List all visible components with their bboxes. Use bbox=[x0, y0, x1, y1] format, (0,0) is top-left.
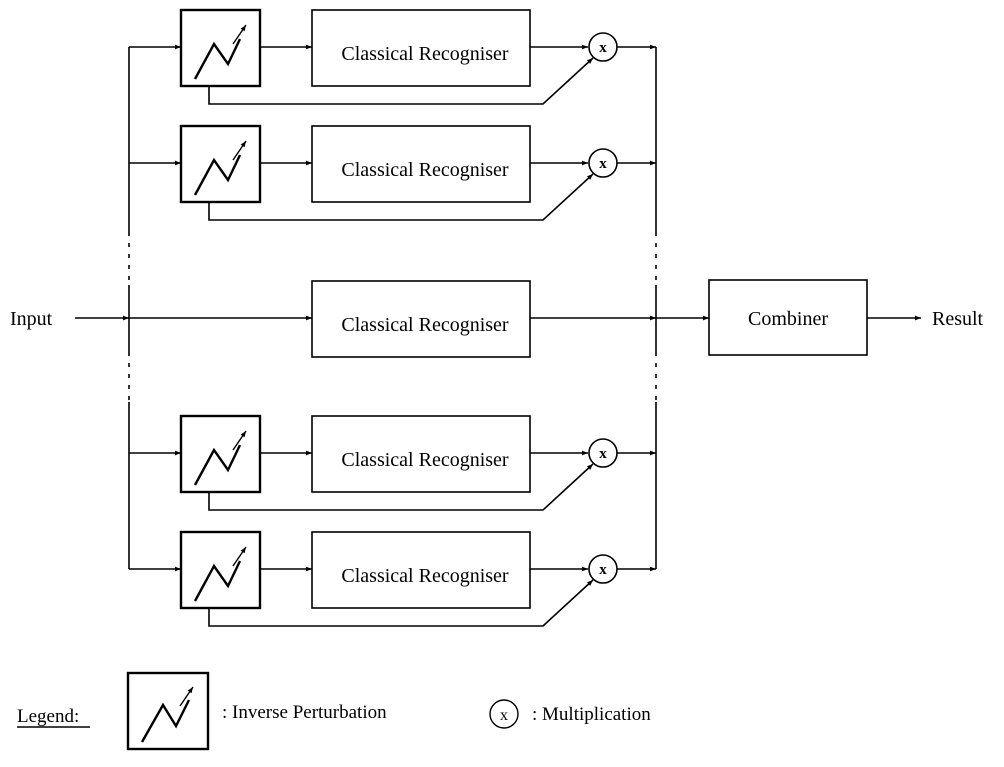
branch-4-multiply-symbol: x bbox=[599, 446, 607, 462]
legend-zigzag-arrow-icon bbox=[140, 686, 194, 743]
branch-1-perturbation-box bbox=[179, 8, 262, 88]
branch-5-zigzag-arrowhead-icon bbox=[232, 546, 247, 567]
legend-multiplication-text: : Multiplication bbox=[532, 704, 651, 725]
branch-3-recogniser-label: Classical Recogniser bbox=[341, 314, 509, 336]
legend-multiplication-circle bbox=[489, 699, 519, 729]
combiner-box bbox=[708, 279, 868, 356]
branch-4-zigzag-arrowhead-icon bbox=[232, 430, 247, 451]
branch-5-feedback-arrow bbox=[208, 579, 594, 627]
branch-1-multiply-symbol: x bbox=[599, 40, 607, 56]
branch-1-recogniser-box bbox=[311, 9, 531, 87]
branch-5-perturbation-box bbox=[179, 530, 262, 610]
branch-2-recogniser-label: Classical Recogniser bbox=[341, 159, 509, 181]
branch-4-feedback-arrow bbox=[208, 463, 594, 511]
branch-2-recogniser-box bbox=[311, 125, 531, 203]
branch-2-perturbation-box bbox=[179, 124, 262, 204]
branch-4-zigzag-arrow-icon bbox=[193, 444, 242, 486]
legend-perturbation-text: : Inverse Perturbation bbox=[222, 702, 387, 723]
branch-5-zigzag-arrow-icon bbox=[193, 560, 242, 602]
branch-2-zigzag-arrow-icon bbox=[193, 154, 242, 196]
branch-2-feedback-arrow bbox=[208, 173, 594, 221]
branch-1-zigzag-arrow-icon bbox=[193, 38, 242, 80]
branch-3-recogniser-box bbox=[311, 280, 531, 358]
input-label: Input bbox=[10, 308, 53, 330]
legend-title: Legend: bbox=[17, 706, 79, 727]
combiner-label: Combiner bbox=[748, 308, 828, 330]
branch-4-recogniser-box bbox=[311, 415, 531, 493]
branch-4-perturbation-box bbox=[179, 414, 262, 494]
branch-5-multiply-symbol: x bbox=[599, 562, 607, 578]
branch-4-recogniser-label: Classical Recogniser bbox=[341, 449, 509, 471]
branch-1-recogniser-label: Classical Recogniser bbox=[341, 43, 509, 65]
branch-2-multiply-symbol: x bbox=[599, 156, 607, 172]
legend-multiplication-symbol: x bbox=[500, 707, 508, 724]
branch-2-zigzag-arrowhead-icon bbox=[232, 140, 247, 161]
branch-5-recogniser-box bbox=[311, 531, 531, 609]
branch-5-recogniser-label: Classical Recogniser bbox=[341, 565, 509, 587]
result-label: Result bbox=[932, 308, 984, 330]
branch-1-zigzag-arrowhead-icon bbox=[232, 24, 247, 45]
branch-1-feedback-arrow bbox=[208, 57, 594, 105]
